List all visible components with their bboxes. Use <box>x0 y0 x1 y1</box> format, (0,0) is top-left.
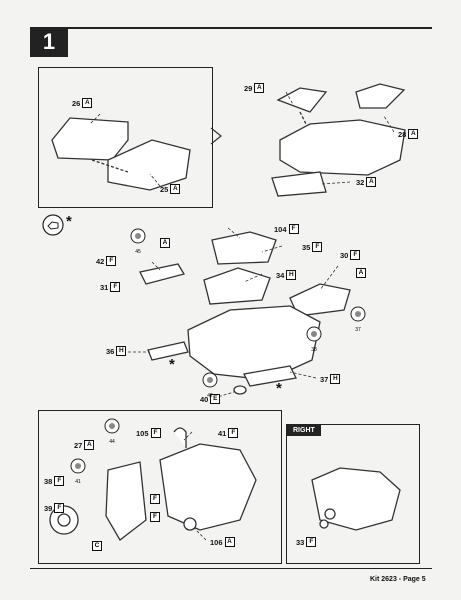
part-35-intake <box>211 231 277 265</box>
part-32-oil-pan <box>271 171 327 197</box>
asterisk-36: * <box>169 356 175 373</box>
panel-front-assembly <box>38 410 282 564</box>
part-33-fitting <box>324 508 336 520</box>
asterisk-37: * <box>276 380 282 397</box>
part-letter-f-lower: F <box>150 494 160 504</box>
paint-badge-41: 41 <box>70 458 86 485</box>
paint-badge-38: 38 <box>306 326 322 353</box>
part-36-header <box>147 341 189 361</box>
part-27-timing-cover <box>105 461 147 541</box>
part-106-fitting <box>183 517 197 531</box>
paint-swatch-icon <box>130 228 146 244</box>
bottom-rule <box>30 568 432 569</box>
paint-badge-37: 37 <box>350 306 366 333</box>
part-37-header <box>243 365 297 387</box>
engine-block-half-right <box>107 139 191 191</box>
paint-swatch-icon <box>306 326 322 342</box>
part-34-manifold <box>203 267 271 305</box>
part-letter-f-lower2: F <box>150 512 160 522</box>
part-letter-a-right: A <box>356 268 366 278</box>
paint-badge-44: 44 <box>104 418 120 445</box>
paint-badge-45: 45 <box>130 228 146 255</box>
top-rule <box>30 27 432 29</box>
paint-swatch-icon <box>202 372 218 388</box>
step-number: 1 <box>30 27 68 57</box>
engine-block-upper <box>279 119 406 176</box>
asterisk-header: * <box>66 213 72 230</box>
engine-assembled-mid <box>187 305 321 381</box>
part-letter-a-mid: A <box>160 238 170 248</box>
right-view-label: RIGHT <box>287 425 321 436</box>
paint-swatch-icon <box>350 306 366 322</box>
page-footer: Kit 2623 - Page 5 <box>370 576 426 583</box>
panel-subassembly <box>38 67 213 208</box>
part-41-dipstick <box>173 427 187 448</box>
panel-right-view <box>286 424 420 564</box>
engine-block-half-left <box>51 117 129 161</box>
paint-swatch-icon <box>104 418 120 434</box>
engine-front-assembled <box>159 443 257 531</box>
part-29-valve-cover <box>276 87 328 113</box>
part-28-valve-cover <box>355 83 406 109</box>
paint-swatch-icon <box>70 458 86 474</box>
part-31-rail <box>139 263 186 285</box>
part-40-filter <box>233 385 247 395</box>
engine-symbol-icon <box>42 214 64 236</box>
paint-badge-42: 42 <box>202 372 218 399</box>
part-letter-c: C <box>92 541 102 551</box>
